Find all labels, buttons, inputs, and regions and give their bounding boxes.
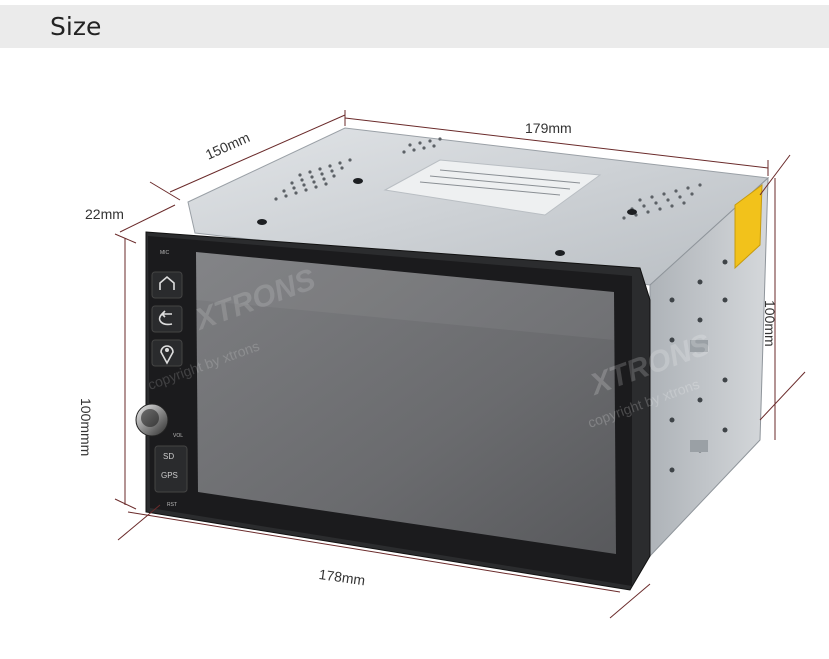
screw-holes <box>257 178 637 256</box>
vent-holes <box>274 137 702 220</box>
dimension-left-height: 100mmm <box>78 398 94 457</box>
screen-shine <box>196 252 614 340</box>
warning-label <box>734 183 763 270</box>
home-button[interactable] <box>151 271 183 299</box>
page-title: Size <box>50 12 102 41</box>
mic-label: MIC <box>160 250 170 256</box>
navigation-button[interactable] <box>151 339 183 367</box>
dimension-lines <box>114 110 806 619</box>
header-bar: Size <box>0 5 829 48</box>
sd-slot[interactable] <box>154 445 188 493</box>
sd-label: SD <box>163 452 174 461</box>
dimension-top-width: 179mm <box>525 120 572 136</box>
side-holes <box>669 259 728 473</box>
button-strip: MIC VOL SD GPS RST <box>151 250 188 508</box>
vol-label: VOL <box>173 433 183 439</box>
dimension-right-height: 100mm <box>762 300 778 347</box>
back-icon <box>158 310 173 326</box>
navigation-icon <box>160 345 174 365</box>
gps-label: GPS <box>161 471 178 480</box>
home-icon <box>159 275 175 290</box>
back-button[interactable] <box>151 305 183 333</box>
top-sticker <box>383 159 602 216</box>
screen <box>196 252 616 554</box>
rst-label: RST <box>167 502 177 508</box>
dimension-bezel-depth: 22mm <box>85 206 124 222</box>
